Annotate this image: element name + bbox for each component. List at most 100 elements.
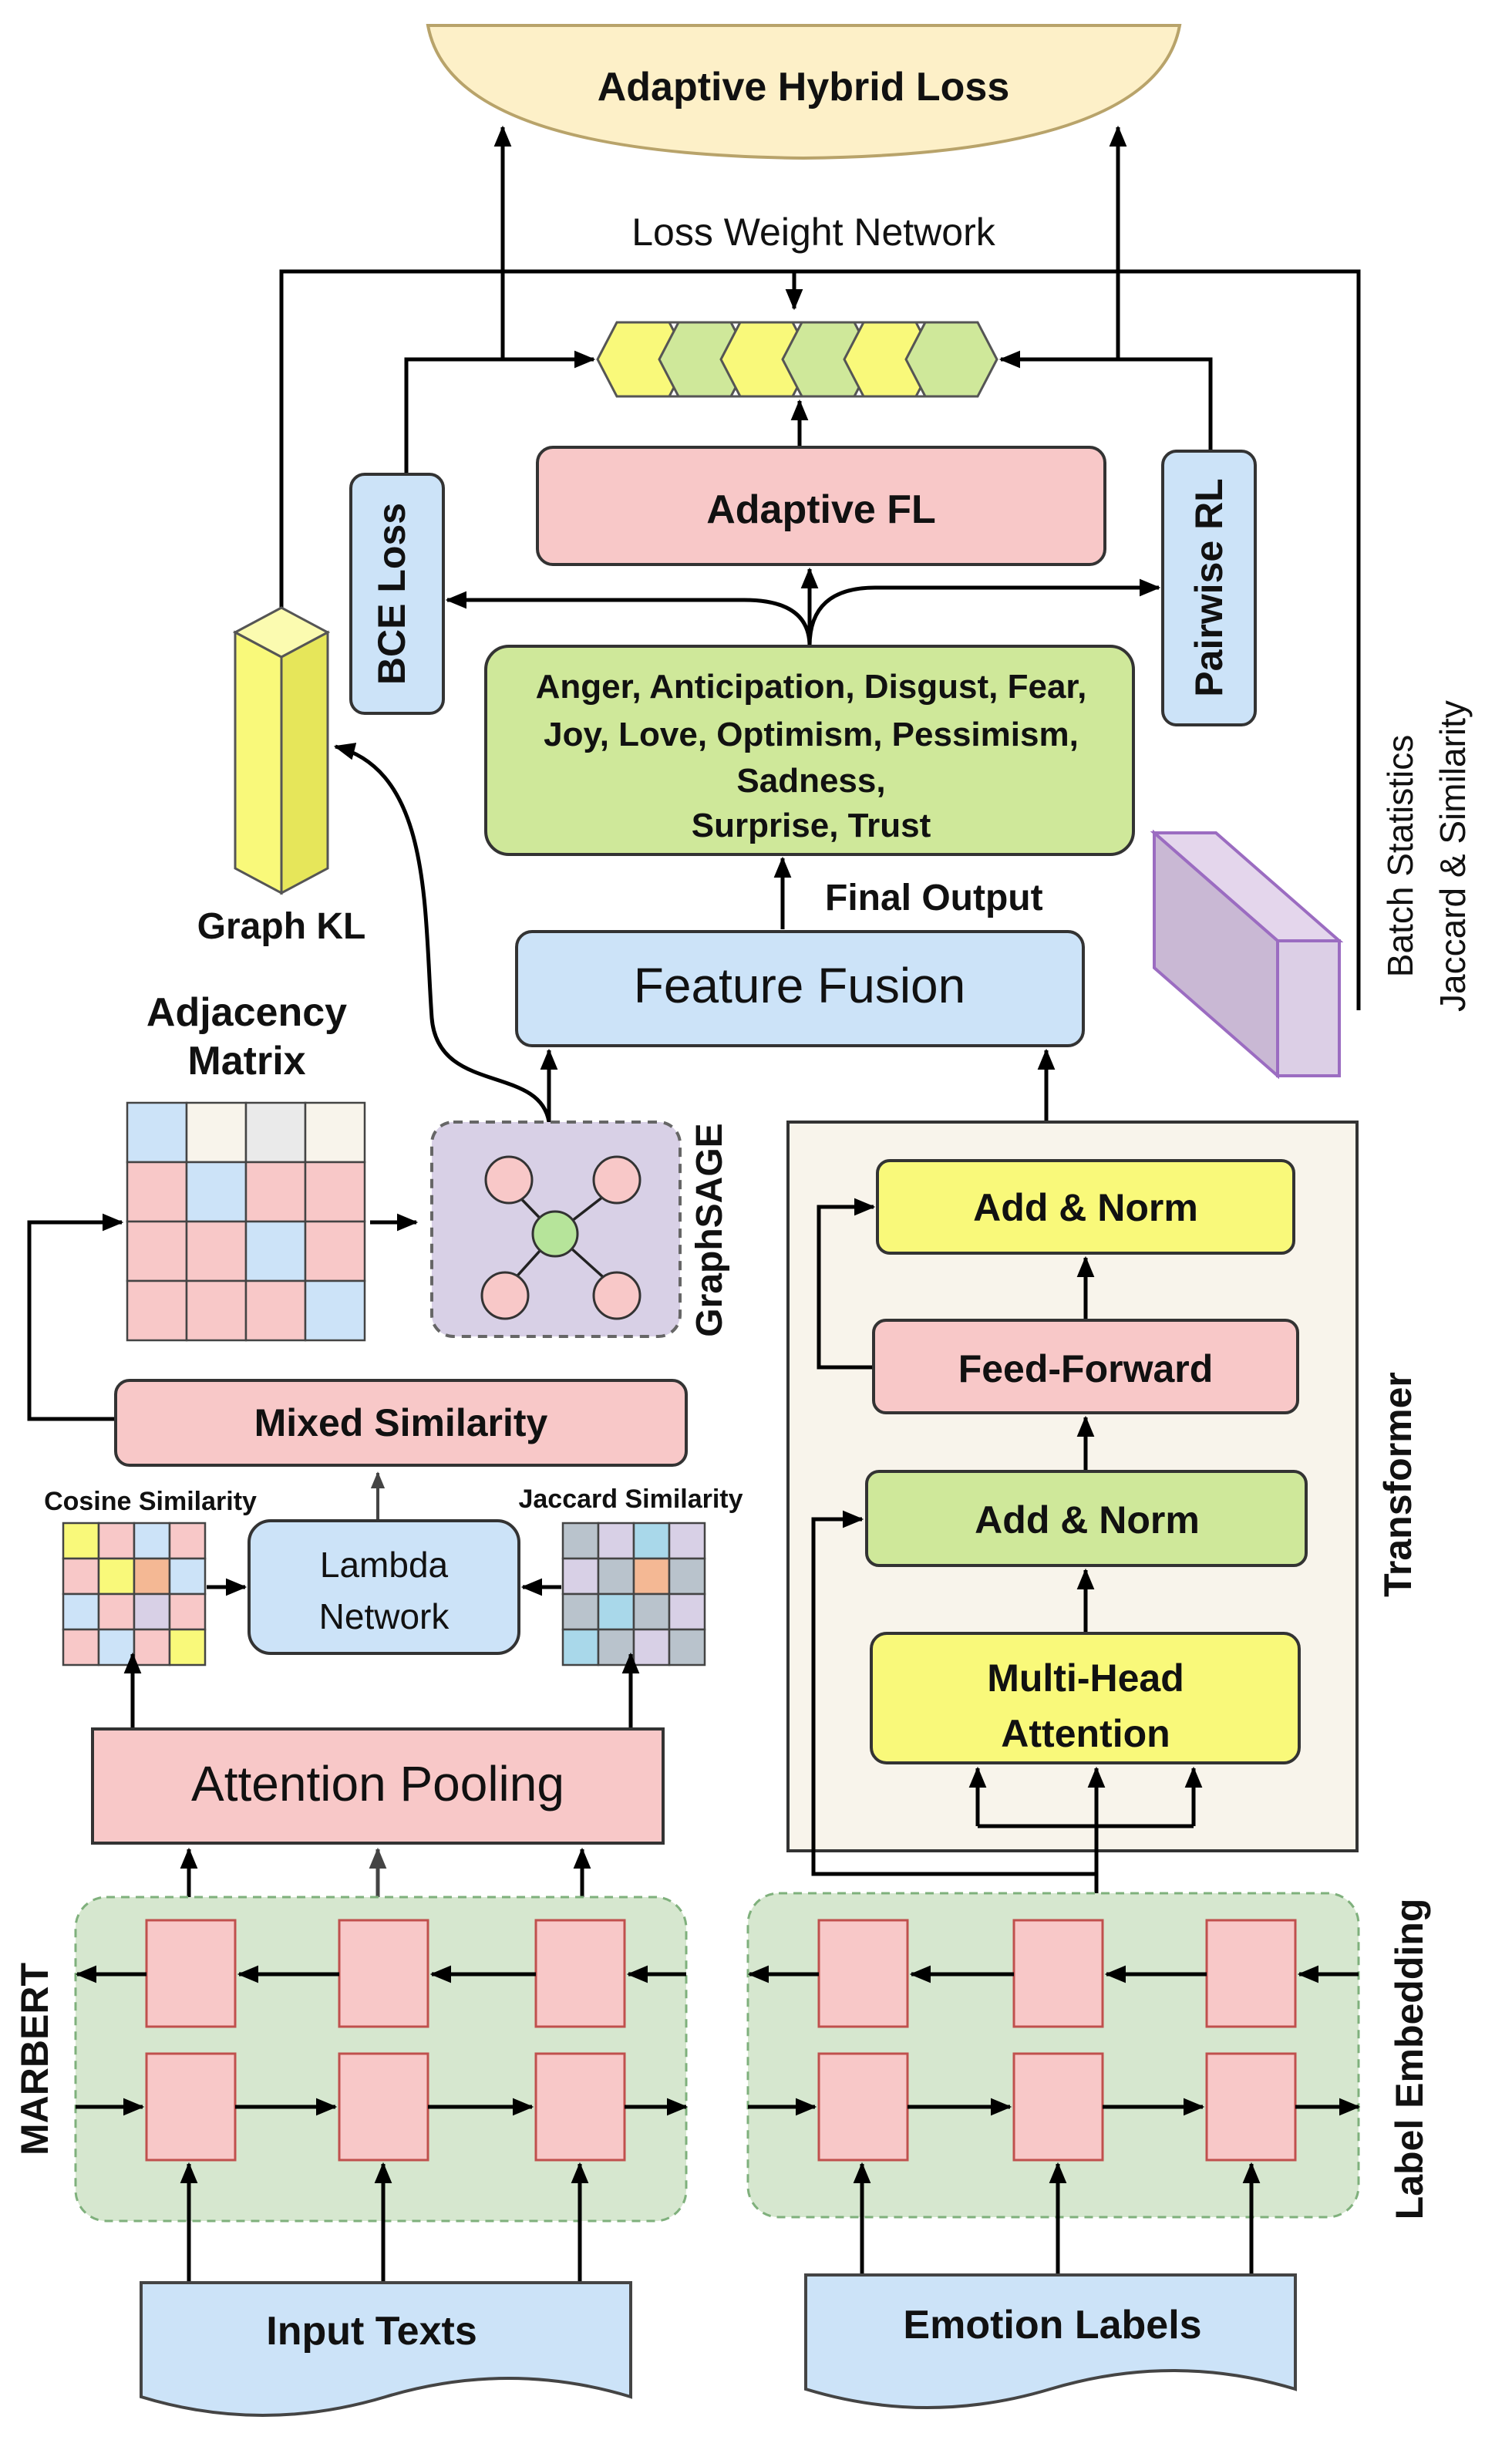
feed-forward-label: Feed-Forward xyxy=(958,1347,1214,1390)
marbert-cells xyxy=(145,1919,626,2162)
adjacency-matrix-cell xyxy=(185,1279,248,1342)
adaptive-hybrid-loss-label: Adaptive Hybrid Loss xyxy=(598,65,1010,110)
jaccard-and-similarity-label: Jaccard & Similarity xyxy=(1433,700,1473,1012)
cosine-similarity-matrix-cell xyxy=(97,1592,136,1631)
multi-head-attention-box xyxy=(870,1632,1301,1764)
cosine-similarity-matrix-cell xyxy=(97,1628,136,1667)
cosine-similarity-matrix-cell xyxy=(62,1522,100,1560)
jaccard-similarity-matrix-cell xyxy=(668,1522,706,1560)
cosine-similarity-matrix-cell xyxy=(133,1628,171,1667)
pairwise-to-weight-network-arrow xyxy=(998,350,1213,451)
adjacency-matrix-cell xyxy=(244,1220,307,1282)
cosine-similarity-matrix-cell xyxy=(97,1557,136,1596)
feature-fusion-label: Feature Fusion xyxy=(634,958,965,1013)
cosine-similarity-label: Cosine Similarity xyxy=(44,1487,257,1516)
cosine-similarity-matrix xyxy=(62,1522,207,1667)
cosine-similarity-matrix-cell xyxy=(133,1557,171,1596)
add-norm-bottom-label: Add & Norm xyxy=(975,1498,1200,1542)
adjacency-matrix xyxy=(126,1101,366,1342)
jaccard-similarity-matrix-cell xyxy=(668,1557,706,1596)
loss-weight-network-hexagons xyxy=(596,321,998,398)
bce-to-weight-network-arrow xyxy=(404,350,596,474)
graphsage-graph-icon xyxy=(480,1155,642,1320)
add-norm-top-box xyxy=(876,1159,1295,1255)
jaccard-similarity-matrix-cell xyxy=(632,1522,671,1560)
jaccard-similarity-matrix-cell xyxy=(561,1522,600,1560)
emotion-output-line-4: Surprise, Trust xyxy=(692,807,931,844)
graphsage-to-graph-kl-arrow xyxy=(333,743,551,1123)
emotion-output-line-1: Anger, Anticipation, Disgust, Fear, xyxy=(536,668,1087,706)
jaccard-similarity-matrix-cell xyxy=(632,1557,671,1596)
cosine-similarity-matrix-cell xyxy=(168,1628,207,1667)
jaccard-similarity-matrix-cell xyxy=(561,1592,600,1631)
adjacency-matrix-cell xyxy=(126,1161,188,1223)
adjacency-matrix-label-2: Matrix xyxy=(187,1039,305,1084)
pairwise-rl-box xyxy=(1161,450,1257,726)
cosine-similarity-matrix-cell xyxy=(168,1592,207,1631)
adjacency-matrix-cell xyxy=(185,1220,248,1282)
jaccard-similarity-matrix-cell xyxy=(597,1557,635,1596)
input-texts-label: Input Texts xyxy=(266,2309,476,2354)
lambda-network-label-1: Lambda xyxy=(320,1545,449,1585)
adjacency-matrix-cell xyxy=(304,1161,366,1223)
adjacency-matrix-cell xyxy=(126,1279,188,1342)
label-embedding-cells xyxy=(817,1919,1297,2162)
attention-residual-arrow xyxy=(811,1510,1096,1876)
feature-fusion-box xyxy=(515,930,1085,1047)
adaptive-hybrid-loss-banner xyxy=(426,24,1182,160)
transformer-label: Transformer xyxy=(1376,1372,1419,1597)
cosine-similarity-matrix-cell xyxy=(62,1592,100,1631)
final-output-label: Final Output xyxy=(825,878,1043,918)
label-embedding-label: Label Embedding xyxy=(1388,1899,1431,2220)
graphsage-label: GraphSAGE xyxy=(689,1123,730,1336)
adjacency-matrix-cell xyxy=(185,1161,248,1223)
jaccard-similarity-matrix-cell xyxy=(668,1592,706,1631)
graph-kl-to-weight-network-line xyxy=(279,269,1361,1010)
attention-pooling-label: Attention Pooling xyxy=(191,1756,564,1811)
bce-loss-box xyxy=(349,473,445,715)
emotions-to-bce-arrow xyxy=(445,591,812,647)
lambda-network-box xyxy=(248,1519,520,1655)
adjacency-matrix-cell xyxy=(244,1279,307,1342)
jaccard-similarity-matrix-cell xyxy=(632,1592,671,1631)
cosine-similarity-matrix-cell xyxy=(62,1628,100,1667)
adaptive-fl-box xyxy=(536,446,1106,566)
cosine-similarity-matrix-cell xyxy=(62,1557,100,1596)
jaccard-similarity-matrix-cell xyxy=(597,1628,635,1667)
marbert-label: MARBERT xyxy=(13,1963,56,2155)
cosine-similarity-matrix-cell xyxy=(168,1522,207,1560)
adjacency-matrix-cell xyxy=(244,1161,307,1223)
graph-kl-label: Graph KL xyxy=(197,906,366,947)
emotion-labels-document xyxy=(804,2273,1297,2409)
bce-loss-label: BCE Loss xyxy=(370,503,413,685)
adjacency-matrix-cell xyxy=(304,1220,366,1282)
batch-statistics-label: Batch Statistics xyxy=(1380,735,1420,977)
batch-statistics-cube xyxy=(1150,829,1344,1080)
loss-weight-network-label: Loss Weight Network xyxy=(631,211,995,254)
adjacency-matrix-cell xyxy=(185,1101,248,1164)
input-texts-document xyxy=(140,2281,632,2417)
cosine-similarity-matrix-cell xyxy=(97,1522,136,1560)
jaccard-similarity-matrix xyxy=(561,1522,706,1667)
adjacency-matrix-cell xyxy=(304,1279,366,1342)
jaccard-similarity-matrix-cell xyxy=(561,1628,600,1667)
jaccard-similarity-matrix-cell xyxy=(597,1522,635,1560)
cosine-similarity-matrix-cell xyxy=(133,1592,171,1631)
mixed-similarity-box xyxy=(114,1379,688,1467)
mixed-similarity-label: Mixed Similarity xyxy=(254,1401,548,1444)
emotion-labels-label: Emotion Labels xyxy=(903,2303,1201,2347)
lambda-network-label-2: Network xyxy=(319,1596,450,1636)
multi-head-attention-label-1: Multi-Head xyxy=(987,1656,1184,1700)
jaccard-similarity-matrix-cell xyxy=(597,1592,635,1631)
attention-pooling-box xyxy=(91,1727,665,1845)
emotion-output-line-3: Sadness, xyxy=(736,762,885,800)
multi-head-attention-label-2: Attention xyxy=(1001,1712,1170,1755)
jaccard-similarity-matrix-cell xyxy=(668,1628,706,1667)
jaccard-similarity-label: Jaccard Similarity xyxy=(518,1485,743,1514)
adjacency-matrix-cell xyxy=(244,1101,307,1164)
adjacency-matrix-label-1: Adjacency xyxy=(146,990,347,1035)
emotions-to-pairwise-arrow xyxy=(807,578,1161,647)
adaptive-fl-label: Adaptive FL xyxy=(706,487,936,532)
jaccard-similarity-matrix-cell xyxy=(561,1557,600,1596)
